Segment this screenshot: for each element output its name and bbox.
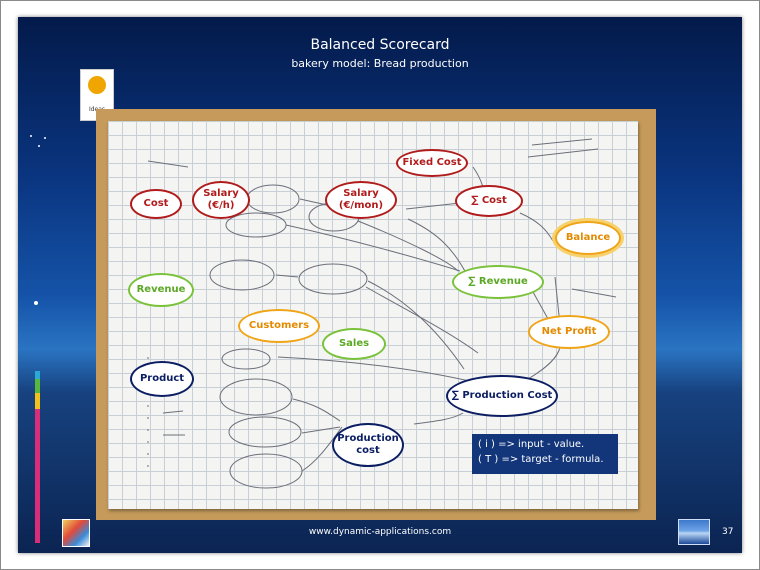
sketch-arrow: [519, 212, 554, 242]
sketch-scribble: [527, 138, 599, 158]
node-salary-hour[interactable]: Salary (€/h): [192, 181, 250, 219]
node-sum-production-cost[interactable]: ∑ Production Cost: [446, 375, 558, 417]
star: [44, 137, 46, 139]
world-map-icon[interactable]: [62, 519, 90, 547]
sketch-arrow: [301, 426, 341, 434]
sketch-arrow: [367, 280, 465, 370]
slide-subtitle: bakery model: Bread production: [291, 57, 469, 70]
sketch-bubble: [219, 378, 293, 416]
node-sales[interactable]: Sales: [322, 328, 386, 360]
node-production-cost[interactable]: Production cost: [332, 423, 404, 467]
bar-blue: [35, 371, 40, 379]
landscape-photo-icon[interactable]: [678, 519, 710, 545]
sketch-arrow: [407, 218, 467, 274]
page-number: 37: [722, 527, 734, 537]
sketch-bubble: [298, 263, 368, 295]
legend-input: ( i ) => input - value.: [478, 439, 585, 450]
sketch-arrow: [277, 356, 479, 384]
pencil-sketch: [147, 138, 617, 489]
star: [38, 145, 40, 147]
footer-url[interactable]: www.dynamic-applications.com: [308, 527, 452, 537]
sketch-arrow: [405, 202, 461, 210]
node-customers[interactable]: Customers: [238, 309, 320, 343]
node-sum-cost[interactable]: ∑ Cost: [455, 185, 523, 217]
sketch-arrow: [413, 412, 464, 425]
sketch-bubble: [246, 184, 300, 214]
sketch-scribble: [571, 288, 617, 298]
sketch-bubble: [221, 348, 271, 370]
node-net-profit[interactable]: Net Profit: [528, 315, 610, 349]
bar-yellow: [35, 393, 40, 409]
slide: Balanced Scorecard bakery model: Bread p…: [18, 17, 742, 553]
star: [30, 135, 32, 137]
legend-target: ( T ) => target - formula.: [478, 454, 604, 465]
sketch-arrow: [357, 220, 459, 272]
lightbulb-icon: [88, 76, 106, 94]
slide-title: Balanced Scorecard: [310, 37, 450, 53]
sketch-bubble: [229, 453, 303, 489]
sketch-scribble: [147, 160, 189, 168]
sketch-arrow: [527, 346, 561, 380]
sketch-bubble: [228, 416, 302, 448]
node-salary-month[interactable]: Salary (€/mon): [325, 181, 397, 219]
sketch-arrow: [292, 398, 341, 422]
node-product[interactable]: Product: [130, 361, 194, 397]
bar-pink: [35, 409, 40, 543]
sketch-arrow: [365, 286, 479, 354]
node-cost[interactable]: Cost: [130, 189, 182, 219]
bar-green: [35, 379, 40, 393]
node-sum-revenue[interactable]: ∑ Revenue: [452, 265, 544, 299]
legend-box: ( i ) => input - value. ( T ) => target …: [472, 434, 618, 474]
node-balance[interactable]: Balance: [555, 221, 621, 255]
node-revenue[interactable]: Revenue: [128, 273, 194, 307]
sketch-arrow: [275, 274, 299, 278]
sketch-arrow: [285, 224, 461, 272]
node-fixed-cost[interactable]: Fixed Cost: [396, 149, 468, 177]
sketch-bubble: [209, 259, 275, 291]
star: [34, 301, 38, 305]
